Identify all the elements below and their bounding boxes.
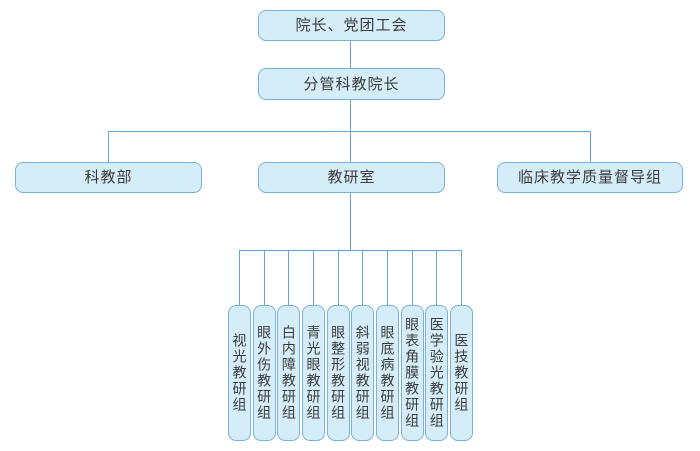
- teaching-group-cell: 青光眼教研组: [301, 250, 325, 441]
- connector-stub: [411, 250, 413, 305]
- teaching-group-cell: 医技教研组: [449, 250, 473, 441]
- box-strabismus-amblyopia-group: 斜弱视教研组: [351, 305, 375, 441]
- box-glaucoma-group: 青光眼教研组: [301, 305, 325, 441]
- connector-dean-to-vice: [350, 41, 351, 68]
- teaching-group-cell: 眼外伤教研组: [252, 250, 276, 441]
- teaching-group-cell: 视光教研组: [228, 250, 251, 441]
- connector-drop-science-dept: [108, 131, 109, 162]
- connector-drop-supervision-group: [590, 131, 591, 162]
- box-oculoplastic-group-label: 眼整形教研组: [330, 325, 347, 421]
- connector-stub: [386, 250, 388, 305]
- box-fundus-disease-group: 眼底病教研组: [375, 305, 399, 441]
- connector-stub: [263, 250, 265, 305]
- box-clinical-teaching-quality-supervision: 临床教学质量督导组: [497, 162, 683, 193]
- box-cataract-group-label: 白内障教研组: [280, 325, 297, 421]
- connector-stub: [312, 250, 314, 305]
- teaching-group-cell: 白内障教研组: [277, 250, 301, 441]
- teaching-groups-row: 视光教研组 眼外伤教研组 白内障教研组 青光眼教研组 眼整形教研组: [228, 250, 473, 441]
- connector-office-to-groups: [350, 193, 351, 250]
- box-clinical-supervision-label: 临床教学质量督导组: [517, 169, 662, 186]
- box-oculoplastic-group: 眼整形教研组: [326, 305, 350, 441]
- box-teaching-research-office: 教研室: [258, 162, 445, 193]
- teaching-group-cell: 眼表角膜教研组: [400, 250, 424, 441]
- connector-stub: [288, 250, 290, 305]
- box-eye-trauma-group-label: 眼外伤教研组: [256, 325, 273, 421]
- teaching-group-cell: 眼整形教研组: [326, 250, 350, 441]
- box-medical-optometry-group: 医学验光教研组: [425, 305, 449, 441]
- connector-stub: [337, 250, 339, 305]
- box-fundus-disease-group-label: 眼底病教研组: [379, 325, 396, 421]
- box-dean-party-union-label: 院长、党团工会: [295, 17, 408, 34]
- connector-stub: [460, 250, 462, 305]
- box-teaching-research-office-label: 教研室: [327, 169, 376, 186]
- teaching-group-cell: 医学验光教研组: [425, 250, 449, 441]
- box-glaucoma-group-label: 青光眼教研组: [305, 325, 322, 421]
- box-optometry-group-label: 视光教研组: [231, 333, 248, 413]
- connector-stub: [436, 250, 438, 305]
- box-medical-optometry-group-label: 医学验光教研组: [428, 317, 445, 429]
- box-science-education-dept: 科教部: [15, 162, 202, 193]
- connector-stub: [362, 250, 364, 305]
- teaching-group-cell: 斜弱视教研组: [351, 250, 375, 441]
- box-dean-party-union: 院长、党团工会: [258, 10, 445, 41]
- teaching-group-cell: 眼底病教研组: [375, 250, 399, 441]
- box-eye-trauma-group: 眼外伤教研组: [252, 305, 276, 441]
- box-cataract-group: 白内障教研组: [277, 305, 301, 441]
- box-medical-technology-group: 医技教研组: [449, 305, 473, 441]
- box-vice-dean-science-education: 分管科教院长: [258, 68, 445, 100]
- box-science-education-dept-label: 科教部: [84, 169, 133, 186]
- box-ocular-surface-cornea-group: 眼表角膜教研组: [400, 305, 424, 441]
- box-optometry-group: 视光教研组: [228, 305, 251, 441]
- connector-groups-horizontal: [239, 250, 462, 251]
- connector-row3-horizontal: [108, 131, 591, 132]
- box-medical-technology-group-label: 医技教研组: [453, 333, 470, 413]
- box-vice-dean-label: 分管科教院长: [303, 75, 400, 93]
- box-strabismus-amblyopia-group-label: 斜弱视教研组: [354, 325, 371, 421]
- box-ocular-surface-cornea-group-label: 眼表角膜教研组: [404, 317, 421, 429]
- connector-stub: [239, 250, 240, 305]
